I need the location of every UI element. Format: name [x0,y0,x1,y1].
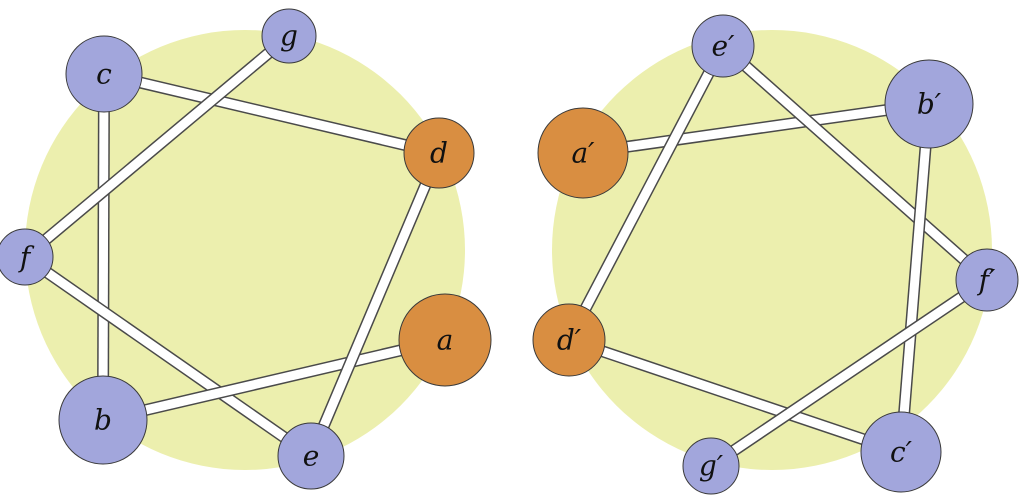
edge-d-e [305,150,445,459]
node-label: e′ [712,30,736,63]
edge-c-d [102,68,441,159]
node-label: b′ [917,88,942,121]
graph-right-edges [563,41,991,471]
node-circle [0,228,54,286]
edge-a-prime-b-prime [582,98,930,159]
node-f: f [0,228,54,286]
node-circle [860,411,942,493]
node-g: g [261,8,317,64]
graph-left-edges [21,31,447,461]
node-circle [403,117,475,189]
node-label: d′ [557,324,582,357]
node-label: f′ [977,264,996,297]
node-circle [65,35,143,113]
node-label: g′ [699,450,724,483]
edge-e-prime-f-prime [719,41,991,285]
node-circle [884,59,974,149]
node-circle [277,422,345,490]
edge-fill [306,151,444,458]
node-b-prime: b′ [884,59,974,149]
node-circle [537,107,629,199]
node-circle [955,248,1019,312]
edge-fill [708,276,990,470]
graph-left-nodes: a b c d e f g [0,8,492,490]
edge-fill [582,99,930,158]
graph-right-nodes: a′ b′ c′ d′ e′ f′ g′ [532,14,1019,495]
node-e: e [277,422,345,490]
node-circle [261,8,317,64]
node-label: a [437,324,454,357]
node-e-prime: e′ [691,14,755,78]
edge-fill [567,335,903,457]
node-d: d [403,117,475,189]
node-label: c′ [890,436,913,469]
edge-e-prime-d-prime [563,43,729,343]
edge-b-a [101,334,447,426]
edge-fill [565,43,727,343]
node-circle [682,437,740,495]
edge-fill [101,335,447,425]
edge-fill [102,69,441,158]
edge-f-e [21,252,315,461]
edge-fill [22,253,314,460]
node-a: a [398,293,492,387]
edge-fill [22,32,292,261]
edge-fill [98,73,109,421]
node-label: d [430,137,448,170]
edge-g-f [21,31,293,262]
node-f-prime: f′ [955,248,1019,312]
edge-c-b [97,73,110,421]
node-circle [691,14,755,78]
node-label: a′ [571,137,595,170]
edge-fill [720,42,990,284]
edge-d-prime-c-prime [567,334,903,458]
node-a-prime: a′ [537,107,629,199]
node-b: b [58,375,148,465]
node-label: e [303,440,320,473]
node-circle [398,293,492,387]
graph-left: a b c d e f g [0,8,492,490]
node-d-prime: d′ [532,303,606,377]
node-label: c [96,58,112,91]
node-circle [532,303,606,377]
graph-right: a′ b′ c′ d′ e′ f′ g′ [532,14,1019,495]
edge-f-prime-g-prime [707,275,991,471]
node-label: g [280,20,298,53]
node-c-prime: c′ [860,411,942,493]
node-c: c [65,35,143,113]
edge-b-prime-c-prime [895,103,935,453]
node-label: b [94,404,112,437]
node-circle [58,375,148,465]
edge-fill [896,103,934,453]
node-g-prime: g′ [682,437,740,495]
